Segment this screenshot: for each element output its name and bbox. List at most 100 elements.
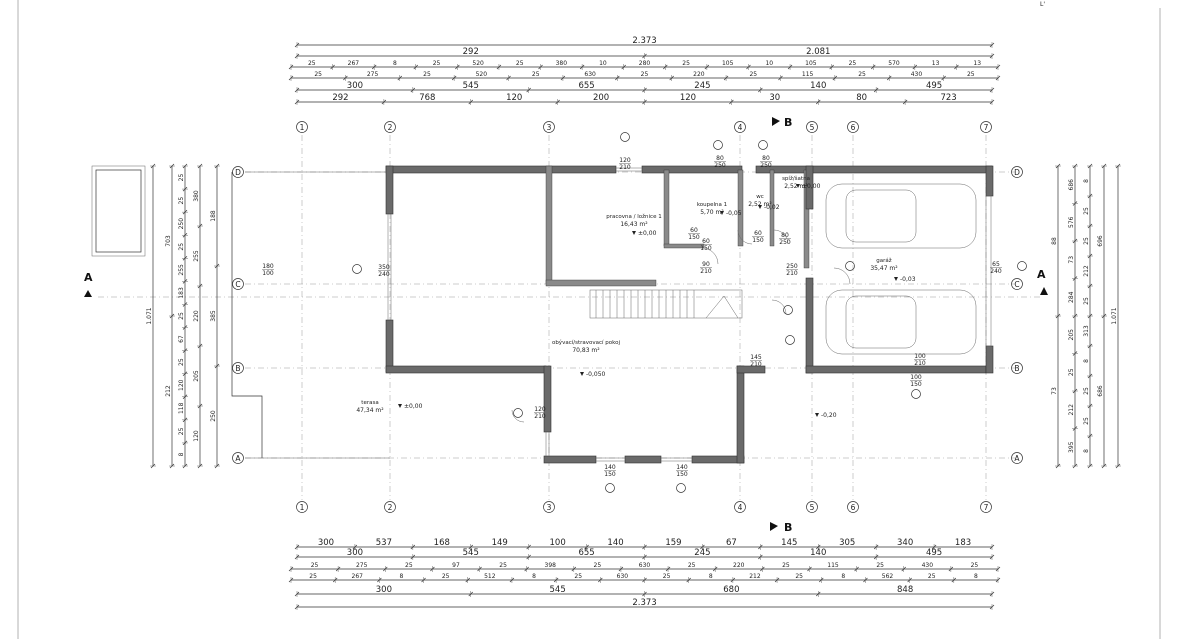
opening-width: 120: [534, 406, 546, 413]
axis-label: D: [1014, 168, 1020, 177]
detail-circle: [605, 483, 615, 493]
dimension-label: 159: [665, 538, 681, 548]
detail-circle: [713, 140, 723, 150]
opening-height: 210: [750, 361, 762, 368]
axis-label: B: [1014, 364, 1019, 373]
dim-bottom-row6: 2.373: [294, 598, 995, 610]
dimension-label: 25: [782, 562, 790, 569]
dimension-label: 10: [765, 60, 773, 67]
svg-text:B: B: [784, 116, 792, 129]
axis-label: A: [235, 454, 241, 463]
level-value: -0,03: [900, 276, 916, 283]
axis-bubble-right-A: A: [1011, 452, 1023, 464]
opening-width: 90: [702, 261, 710, 268]
dimension-label: 300: [347, 81, 363, 91]
dimension-label: 630: [639, 562, 651, 569]
dimension-label: 212: [165, 385, 172, 397]
dimension-label: 723: [940, 93, 956, 103]
dimension-label: 97: [452, 562, 460, 569]
dimension-label: 205: [193, 370, 200, 382]
dimension-label: 67: [178, 335, 185, 343]
dimension-label: 385: [210, 310, 217, 322]
dimension-label: 120: [680, 93, 696, 103]
dimension-label: 25: [849, 60, 857, 67]
dimension-label: 200: [593, 93, 609, 103]
room-name: koupelna 1: [697, 202, 727, 208]
dimension-label: 13: [973, 60, 981, 67]
dimension-label: 395: [1068, 441, 1075, 453]
dimension-label: 25: [178, 174, 185, 182]
axis-bubble-bottom-7: 7: [980, 501, 992, 513]
dimension-label: 149: [492, 538, 508, 548]
detail-circle: [620, 132, 630, 142]
axis-bubble-right-C: C: [1011, 278, 1023, 290]
dimension-label: 120: [193, 430, 200, 442]
dim-top-row2: 292 2.081: [294, 47, 995, 59]
dimension-label: 284: [1068, 291, 1075, 303]
dimension-label: 380: [556, 60, 568, 67]
axis-label: B: [235, 364, 240, 373]
svg-text:A: A: [84, 271, 93, 284]
opening-width: 80: [781, 232, 789, 239]
level-marker: ±0,00: [398, 403, 423, 410]
opening-width: 100: [914, 353, 926, 360]
dimension-label: 520: [476, 71, 488, 78]
opening-height: 240: [990, 268, 1002, 275]
opening-height: 150: [688, 234, 700, 241]
dimension-label: 292: [463, 47, 479, 57]
dimension-label: 25: [178, 197, 185, 205]
axis-bubble-top-1: 1: [296, 121, 308, 133]
dimension-label: 212: [1083, 265, 1090, 277]
dimension-label: 8: [393, 60, 397, 67]
level-markers: ±0,00-0,050±0,00-0,05-0,20-0,03-0,02±0,0…: [352, 132, 1027, 493]
dimension-label: 255: [178, 264, 185, 276]
detail-circle: [352, 264, 362, 274]
dimension-label: 188: [210, 210, 217, 222]
section-a-left: A: [84, 271, 93, 297]
dimension-label: 545: [463, 81, 479, 91]
dimension-label: 25: [1083, 417, 1090, 425]
dimension-label: 25: [178, 427, 185, 435]
opening-height: 150: [910, 381, 922, 388]
room-area: 47,34 m²: [356, 407, 384, 414]
dimension-label: 115: [827, 562, 839, 569]
dimension-label: 25: [1083, 387, 1090, 395]
dimension-label: 313: [1083, 325, 1090, 337]
dimension-label: 25: [663, 573, 671, 580]
axis-bubble-bottom-3: 3: [543, 501, 555, 513]
dimension-label: 25: [314, 71, 322, 78]
dimension-label: 25: [423, 71, 431, 78]
dimension-label: 25: [311, 562, 319, 569]
dimension-label: 512: [484, 573, 496, 580]
dimension-label: 250: [178, 218, 185, 230]
opening-width: 60: [702, 238, 710, 245]
section-a-right: A: [1037, 268, 1048, 295]
room-name: obývací/stravovací pokoj: [552, 339, 621, 346]
dimension-label: 183: [955, 538, 971, 548]
dimension-label: 848: [897, 585, 913, 595]
dimension-label: 25: [1083, 207, 1090, 215]
dimension-label: 630: [584, 71, 596, 78]
dimension-label: 300: [347, 548, 363, 558]
opening-height: 100: [262, 270, 274, 277]
dimension-label: 140: [810, 548, 826, 558]
dimension-label: 380: [193, 190, 200, 202]
level-value: ±0,00: [638, 230, 657, 237]
axis-label: 4: [738, 503, 743, 512]
dimension-label: 25: [688, 562, 696, 569]
dimension-label: 2.081: [806, 47, 830, 57]
axis-label: 5: [810, 123, 815, 132]
